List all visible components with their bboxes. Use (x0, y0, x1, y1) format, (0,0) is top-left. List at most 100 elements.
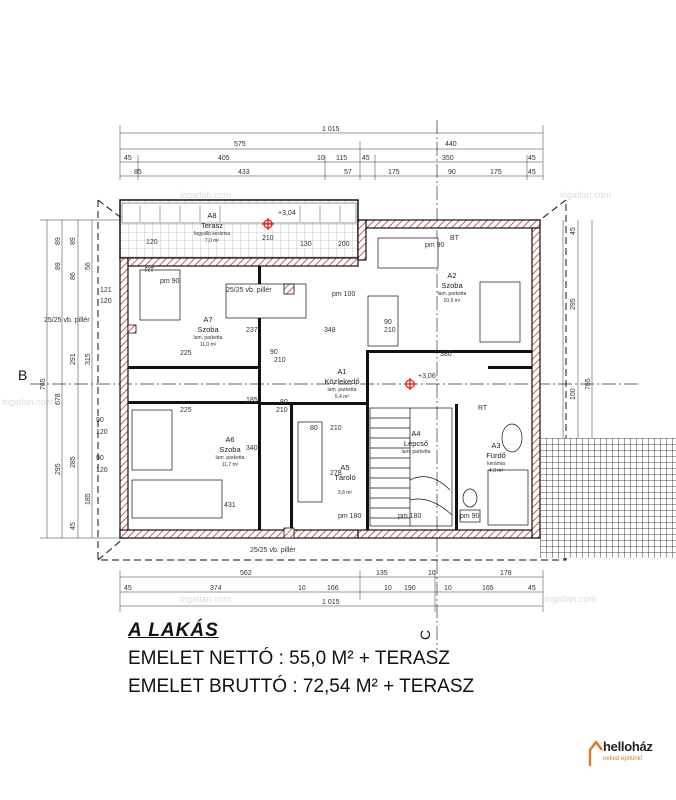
dim-bottom: 165 (482, 585, 494, 592)
room-detail: lam. parketta (328, 387, 357, 393)
door-label: 90 (384, 319, 392, 326)
dimension-text-top: 1 015 575 440 45 405 10 115 45 350 45 85… (124, 126, 536, 176)
misc-dim: 120 (146, 239, 158, 246)
dim-bottom: 10 (298, 585, 306, 592)
room-detail: fagyálló kerámia (194, 231, 231, 237)
misc-dim: RT (145, 267, 155, 274)
misc-dim: 185 (246, 397, 258, 404)
dimension-lines-left (40, 219, 120, 539)
room-name: Szoba (441, 281, 463, 290)
watermark: ingatlan.com (545, 594, 596, 604)
dim-top: 45 (528, 169, 536, 176)
level-markers (262, 218, 416, 390)
dim-top: 575 (234, 141, 246, 148)
misc-dim: 237 (246, 327, 258, 334)
pm-label: pm 100 (332, 291, 355, 298)
room-id: A7 (203, 315, 212, 324)
dim-left: 285 (70, 456, 77, 468)
pm-label: pm 90 (460, 513, 480, 520)
dim-top: 175 (388, 169, 400, 176)
dim-left: 90 (96, 417, 104, 424)
dim-left: 295 (55, 463, 62, 475)
dim-total-bottom: 1 015 (322, 599, 340, 606)
house-icon (588, 740, 603, 766)
interior-walls (128, 266, 532, 530)
dim-left: 120 (100, 298, 112, 305)
axis-label-c: C (417, 630, 433, 640)
axis-label-b: B (18, 367, 27, 383)
room-detail: lam. parketta (438, 291, 467, 297)
logo-tagline: neked építünk! (603, 756, 643, 762)
dim-top: 45 (124, 155, 132, 162)
dim-top: 350 (442, 155, 454, 162)
title-heading: A LAKÁS (128, 620, 219, 641)
room-area: 11,0 m² (200, 342, 217, 348)
room-id: A6 (225, 435, 234, 444)
room-a3-label: A3 Fürdő kerámia 4,3 m² (486, 441, 506, 474)
staircase (369, 407, 453, 527)
dim-bottom: 10 (444, 585, 452, 592)
watermark: ingatlan.com (2, 397, 53, 407)
dimension-text-left: 89 89 89 86 56 121 120 315 291 678 765 9… (40, 237, 112, 530)
room-id: A5 (340, 463, 349, 472)
dim-left: 315 (85, 353, 92, 365)
room-id: A8 (207, 211, 216, 220)
dim-bottom: 178 (500, 570, 512, 577)
dim-top: 10 (317, 155, 325, 162)
dim-top: 57 (344, 169, 352, 176)
room-name: Tároló (334, 473, 355, 482)
misc-dim: 210 (262, 235, 274, 242)
pm-label: pm 90 (160, 278, 180, 285)
room-id: A1 (337, 367, 346, 376)
room-detail: lam. parketta (194, 335, 223, 341)
title-gross-area: EMELET BRUTTÓ : 72,54 M² + TERASZ (128, 676, 475, 697)
dim-total-top: 1 015 (322, 126, 340, 133)
room-a6-label: A6 Szoba lam. parketta 11,7 m² (216, 435, 245, 468)
dim-left: 185 (85, 493, 92, 505)
dim-left: 89 (70, 237, 77, 245)
misc-dim: BT (450, 235, 460, 242)
level-note: +3,06 (418, 373, 436, 380)
dim-top: 85 (134, 169, 142, 176)
door-label: 80 (310, 425, 318, 432)
misc-dim: 348 (324, 327, 336, 334)
column-note: 25/25 vb. pillér (226, 287, 272, 294)
dim-bottom: 45 (528, 585, 536, 592)
pm-label: pm 180 (398, 513, 421, 520)
door-label: 210 (276, 407, 288, 414)
dim-top: 175 (490, 169, 502, 176)
columns (127, 283, 295, 539)
dim-bottom: 166 (327, 585, 339, 592)
dim-bottom: 190 (404, 585, 416, 592)
dim-left: 86 (70, 272, 77, 280)
room-area: 11,7 m² (222, 462, 239, 468)
title-net-area: EMELET NETTÓ : 55,0 M² + TERASZ (128, 648, 450, 669)
room-area: 5,4 m² (335, 394, 350, 400)
dim-left: 89 (55, 262, 62, 270)
room-id: A2 (447, 271, 456, 280)
room-a1-label: A1 Közlekedő lam. parketta 5,4 m² (324, 367, 359, 400)
room-detail: lam. parketta (402, 449, 431, 455)
dim-top: 405 (218, 155, 230, 162)
dimension-lines-bottom (119, 570, 544, 612)
room-a2-label: A2 Szoba lam. parketta 10,9 m² (438, 271, 467, 304)
misc-dim: 130 (300, 241, 312, 248)
watermark: ingatlan.com (560, 190, 611, 200)
dim-top: 90 (448, 169, 456, 176)
column-note: 25/25 vb. pillér (44, 317, 90, 324)
misc-dim: 380 (440, 351, 452, 358)
furniture (131, 237, 529, 526)
dim-left: 90 (96, 455, 104, 462)
pm-label: pm 180 (338, 513, 361, 520)
dim-left: 120 (96, 467, 108, 474)
dim-bottom: 135 (376, 570, 388, 577)
room-name: Közlekedő (324, 377, 359, 386)
watermark: ingatlan.com (180, 594, 231, 604)
misc-dim: 340 (246, 445, 258, 452)
misc-dim: 225 (180, 407, 192, 414)
dim-top: 45 (362, 155, 370, 162)
dimension-lines-top (119, 125, 544, 180)
dim-right: 45 (570, 227, 577, 235)
door-label: 210 (330, 425, 342, 432)
